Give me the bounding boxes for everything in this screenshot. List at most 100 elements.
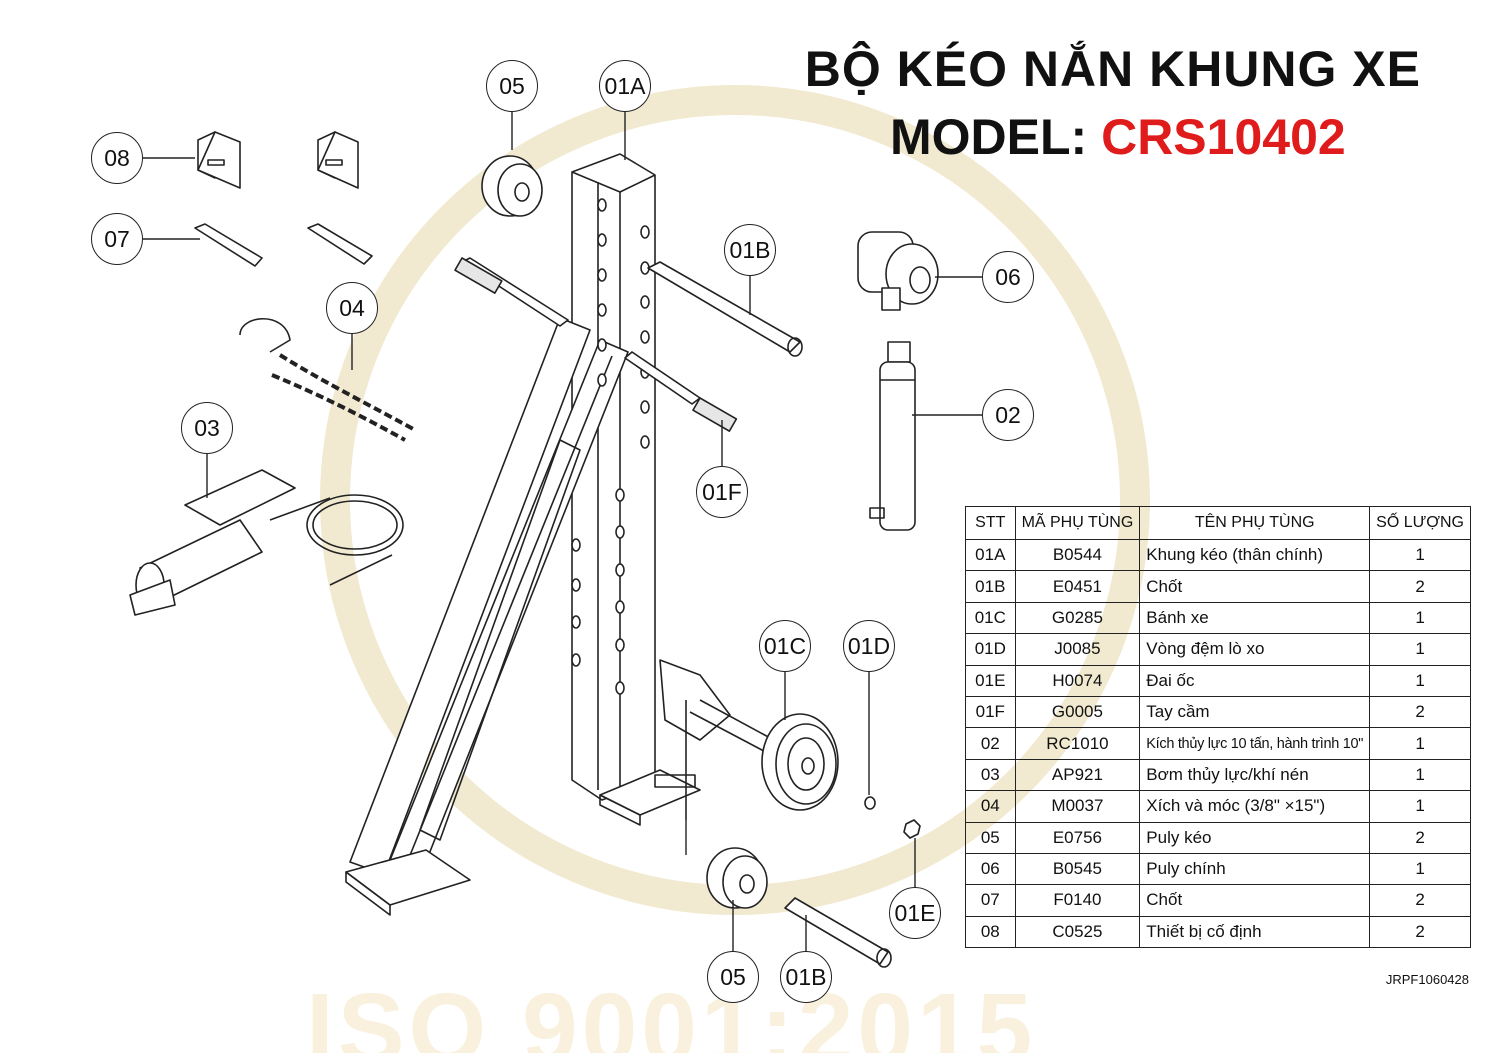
header-quantity: SỐ LƯỢNG [1369,506,1471,540]
pulley-05-upper [481,155,543,217]
table-row: 02 RC1010 Kích thủy lực 10 tấn, hành trì… [965,727,1471,760]
cell-stt: 01B [965,570,1016,603]
callout-01c: 01C [759,620,811,672]
cell-code: G0285 [1014,601,1141,635]
chain-04 [239,317,416,442]
cell-code: J0085 [1014,633,1141,666]
diagram-title: BỘ KÉO NẮN KHUNG XE [804,41,1421,97]
table-row: 08 C0525 Thiết bị cố định 2 [965,915,1471,949]
cell-stt: 01E [965,664,1016,697]
leader-lines [143,112,982,952]
table-row: 01B E0451 Chốt 2 [965,570,1471,603]
frame-column [571,153,656,801]
cell-name: Đai ốc [1139,664,1371,697]
table-row: 06 B0545 Puly chính 1 [965,852,1471,886]
ram-02 [869,341,916,531]
cell-code: B0544 [1014,538,1141,572]
model-code: CRS10402 [1101,109,1346,165]
frame-base [345,769,701,916]
cell-stt: 01A [965,538,1016,572]
header-part-name: TÊN PHỤ TÙNG [1139,506,1371,540]
cell-code: RC1010 [1014,727,1141,760]
parts-table: STT MÃ PHỤ TÙNG TÊN PHỤ TÙNG SỐ LƯỢNG 01… [965,506,1471,949]
callout-01d: 01D [843,620,895,672]
pin-handle-upper [454,257,569,327]
callout-04: 04 [326,282,378,334]
cell-qty: 1 [1369,727,1471,760]
callout-01a: 01A [599,60,651,112]
cell-name: Khung kéo (thân chính) [1139,538,1371,572]
cell-stt: 01F [965,695,1016,729]
callout-01b-upper: 01B [724,224,776,276]
table-row: 04 M0037 Xích và móc (3/8" ×15") 1 [965,790,1471,823]
cell-name: Bơm thủy lực/khí nén [1139,758,1371,792]
cell-qty: 1 [1369,633,1471,666]
cell-code: AP921 [1014,758,1141,792]
cell-name: Puly kéo [1139,821,1371,854]
callout-01f: 01F [696,466,748,518]
header-part-code: MÃ PHỤ TÙNG [1014,506,1141,540]
cell-name: Vòng đệm lò xo [1139,633,1371,666]
cell-qty: 2 [1369,570,1471,603]
cell-name: Xích và móc (3/8" ×15") [1139,790,1371,823]
pin-01b-lower [784,897,892,968]
cell-name: Kích thủy lực 10 tấn, hành trình 10" [1139,727,1371,760]
table-row: 03 AP921 Bơm thủy lực/khí nén 1 [965,758,1471,792]
cell-code: C0525 [1014,915,1141,949]
cell-name: Chốt [1139,884,1371,917]
cell-qty: 2 [1369,915,1471,949]
table-row: 01E H0074 Đai ốc 1 [965,664,1471,697]
cell-name: Thiết bị cố định [1139,915,1371,949]
cell-name: Tay cầm [1139,695,1371,729]
cell-qty: 1 [1369,758,1471,792]
cell-qty: 2 [1369,884,1471,917]
table-row: 01C G0285 Bánh xe 1 [965,601,1471,635]
bracket-08 [197,131,359,189]
cell-stt: 07 [965,884,1016,917]
callout-05-upper: 05 [486,60,538,112]
pulley-06 [857,231,939,311]
callout-02: 02 [982,389,1034,441]
cell-qty: 1 [1369,790,1471,823]
table-row: 01F G0005 Tay cầm 2 [965,695,1471,729]
table-row: 01D J0085 Vòng đệm lò xo 1 [965,633,1471,666]
cell-name: Puly chính [1139,852,1371,886]
callout-03: 03 [181,402,233,454]
cell-qty: 1 [1369,664,1471,697]
cell-code: M0037 [1014,790,1141,823]
cell-qty: 2 [1369,821,1471,854]
cell-qty: 2 [1369,695,1471,729]
callout-01e: 01E [889,887,941,939]
pulley-05-lower [706,847,768,909]
callout-08: 08 [91,132,143,184]
cell-stt: 02 [965,727,1016,760]
washer-01d [864,796,876,810]
handle-01f [624,351,738,432]
cell-stt: 03 [965,758,1016,792]
cell-stt: 01D [965,633,1016,666]
pin-07 [194,223,373,267]
cell-code: H0074 [1014,664,1141,697]
callout-07: 07 [91,213,143,265]
cell-qty: 1 [1369,601,1471,635]
cell-stt: 04 [965,790,1016,823]
cell-code: G0005 [1014,695,1141,729]
pin-01b-upper [647,261,803,357]
table-row: 05 E0756 Puly kéo 2 [965,821,1471,854]
cell-code: E0756 [1014,821,1141,854]
table-row: 01A B0544 Khung kéo (thân chính) 1 [965,538,1471,572]
cell-stt: 01C [965,601,1016,635]
callout-05-lower: 05 [707,951,759,1003]
cell-code: F0140 [1014,884,1141,917]
header-stt: STT [965,506,1016,540]
cell-stt: 06 [965,852,1016,886]
cell-qty: 1 [1369,538,1471,572]
iso-watermark: ISO 9001:2015 [306,973,1037,1053]
model-line: MODEL: CRS10402 [890,108,1346,166]
cell-stt: 05 [965,821,1016,854]
cell-code: B0545 [1014,852,1141,886]
document-reference: JRPF1060428 [1385,972,1469,987]
wheel-01c [761,713,839,811]
